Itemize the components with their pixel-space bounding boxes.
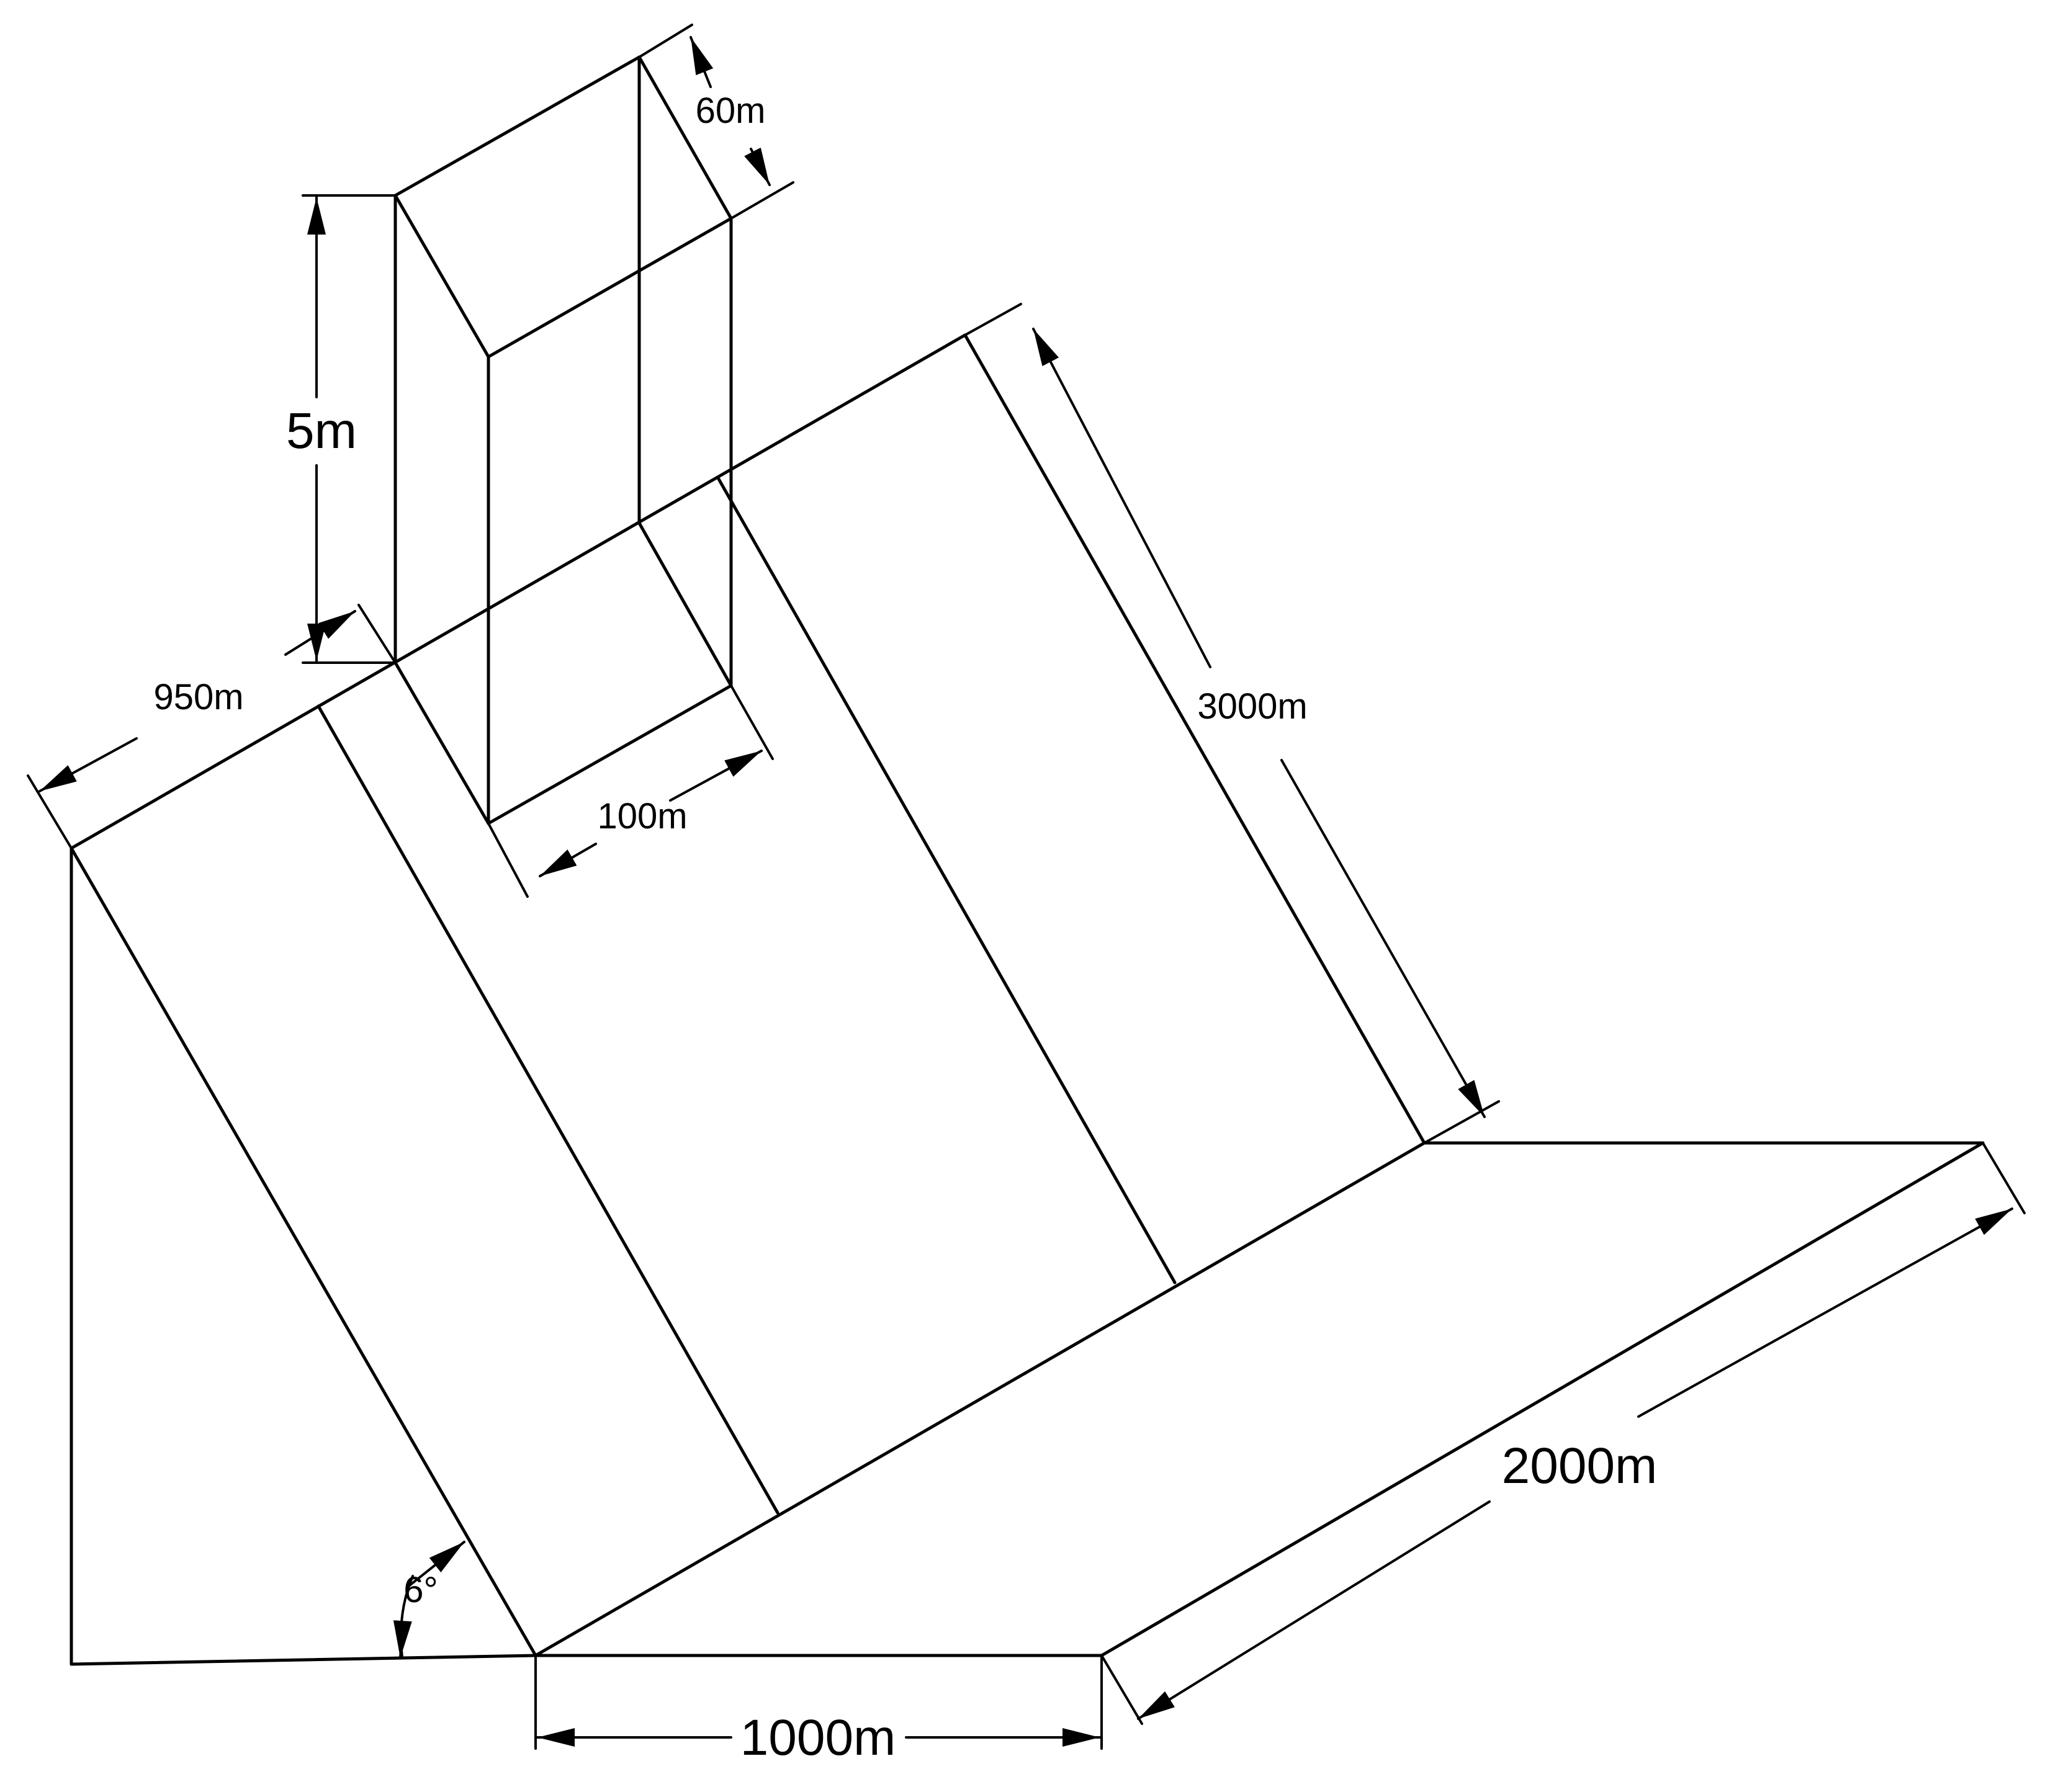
slope-toe-line: [534, 1141, 1426, 1657]
label-top-depth: 60m: [696, 91, 766, 131]
slope-left-edge: [70, 846, 537, 1657]
dimension-tower-width: 100m: [487, 684, 774, 898]
tower: [393, 55, 733, 825]
label-upper-left: 950m: [153, 677, 243, 717]
label-bottom-width: 1000m: [740, 1709, 896, 1766]
slope-line-2: [717, 477, 1177, 1284]
tower-base-2: [487, 684, 733, 825]
dimension-height: 5m: [286, 194, 397, 664]
slope-right-edge: [963, 333, 1426, 1145]
label-angle: 6°: [403, 1570, 438, 1610]
right-floor-edge: [1100, 1141, 1985, 1657]
dimension-bottom-width: 1000m: [534, 1654, 1103, 1766]
slope-line-1: [317, 704, 779, 1515]
slope-body: [70, 333, 1985, 1666]
dimension-right-length: 2000m: [1100, 1142, 2026, 1725]
dimension-slope-length: 3000m: [964, 303, 1500, 1144]
bottom-base-edge: [70, 1654, 537, 1666]
tower-base-1: [393, 661, 490, 825]
label-height: 5m: [286, 403, 357, 459]
label-slope-length: 3000m: [1197, 686, 1307, 727]
tower-top-front: [393, 55, 641, 197]
label-right-length: 2000m: [1502, 1438, 1658, 1494]
dimension-upper-left: 950m: [27, 604, 398, 849]
angle-marker: 6°: [393, 1541, 465, 1659]
tower-top-back: [487, 217, 733, 359]
dimension-top-depth: 60m: [638, 24, 794, 220]
slope-crest-line: [70, 333, 967, 850]
tower-top-right: [637, 55, 733, 220]
label-tower-width: 100m: [597, 796, 687, 836]
tower-top-left: [393, 194, 490, 359]
tower-base-3: [637, 521, 733, 688]
